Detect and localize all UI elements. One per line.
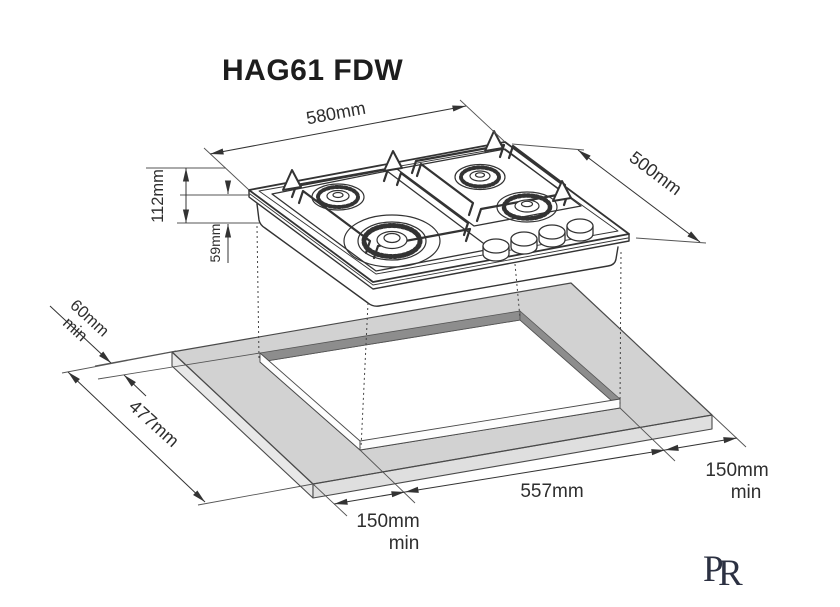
dim-label-hob-width: 580mm [305,98,368,129]
dim-line-477 [67,371,206,503]
dim-label-total-height: 112mm [149,169,167,223]
dim-label-cutout-depth: 477mm [125,396,183,451]
dim-label-cutout-width: 557mm [520,481,583,502]
hob-plate-edge-inner [249,193,629,286]
dim-label-right-clearance-note: min [731,482,762,503]
brand-logo: P R [672,549,800,594]
dim-line-580 [209,105,467,155]
dim-label-built-in-depth: 59mm [207,224,223,263]
knob-2 [510,231,538,255]
dim-label-hob-depth: 500mm [626,147,686,199]
knob-4 [566,218,594,242]
logo-letter-r: R [718,553,743,594]
hob-drawing [248,130,630,307]
dim-label-left-clearance: 150mm [356,511,419,532]
burner-front-left-wok [343,214,441,268]
dim-label-left-clearance-note: min [389,533,420,554]
worktop-cutout [171,282,713,499]
dimension-lines [49,105,738,505]
pan-support-pyramids [282,130,572,202]
dim-line-150-left [333,491,406,505]
page-title: HAG61 FDW [222,54,403,87]
burner-back-right [454,163,506,191]
knob-3 [538,224,566,248]
dim-line-500 [577,149,701,243]
burner-back-left [311,183,365,211]
dim-line-60-lower [123,374,147,397]
burner-front-right [496,191,558,223]
worktop-top-face [172,283,712,484]
knob-1 [482,238,510,262]
projection-lines [256,225,622,449]
dim-label-right-clearance: 150mm [705,460,768,481]
dim-line-150-right [664,437,738,451]
dim-line-557 [404,449,666,493]
dim-line-60-upper [49,305,112,364]
logo-letter-p: P [703,549,724,590]
